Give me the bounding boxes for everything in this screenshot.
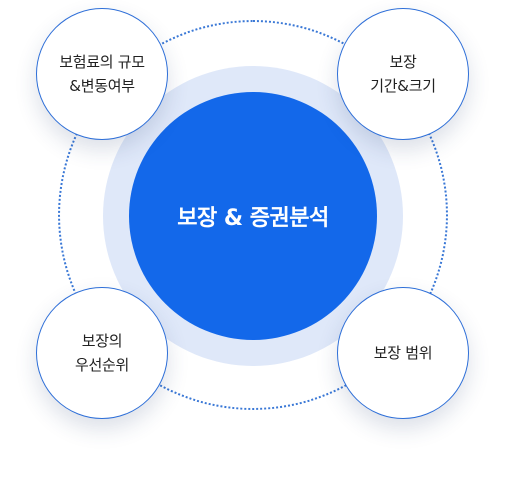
node-label-line: 우선순위 [74, 356, 129, 374]
dotted-orbit-ring [58, 20, 448, 410]
center-label: 보장 & 증권분석 [177, 206, 329, 231]
node-coverage-scope: 보장 범위 [337, 287, 469, 419]
node-label-line: 기간&크기 [370, 77, 436, 95]
node-label-line: 보장 범위 [373, 344, 433, 362]
node-label-line: 보험료의 규모 [59, 53, 145, 71]
center-circle: 보장 & 증권분석 [129, 92, 377, 340]
node-premium-size: 보험료의 규모 &변동여부 [36, 8, 168, 140]
node-coverage-priority: 보장의 우선순위 [36, 287, 168, 419]
node-label-line: 보장의 [81, 332, 123, 350]
node-coverage-period: 보장 기간&크기 [337, 8, 469, 140]
node-label-line: 보장 [389, 53, 417, 71]
node-label-line: &변동여부 [69, 77, 135, 95]
